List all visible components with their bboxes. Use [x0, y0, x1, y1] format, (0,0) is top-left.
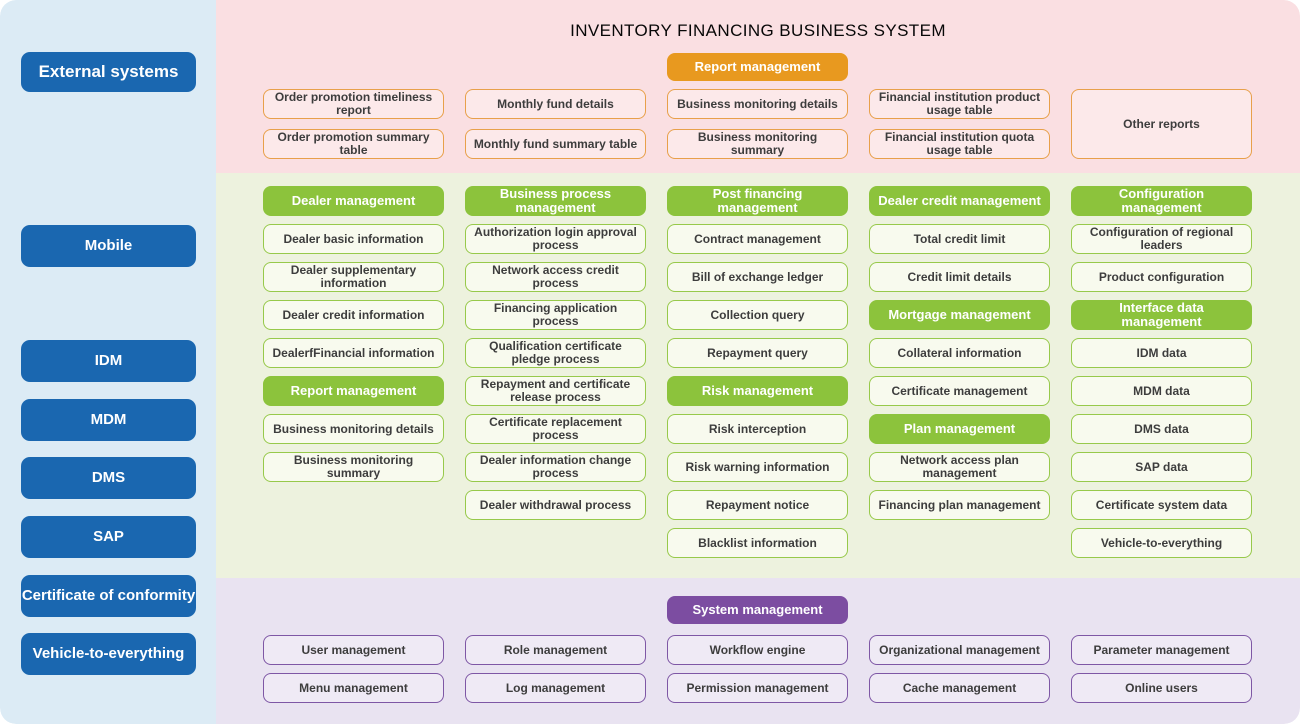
sidebar-item-dms: DMS — [21, 457, 196, 499]
module-box-dealer-withdrawal-process: Dealer withdrawal process — [465, 490, 646, 520]
report-box-order-promotion-timeliness-report: Order promotion timeliness report — [263, 89, 444, 119]
module-box-mdm-data: MDM data — [1071, 376, 1252, 406]
module-box-dealer-information-change-process: Dealer information change process — [465, 452, 646, 482]
report-box-financial-institution-quota-usage-table: Financial institution quota usage table — [869, 129, 1050, 159]
reports-section: INVENTORY FINANCING BUSINESS SYSTEM Repo… — [216, 0, 1300, 173]
system-box-permission-management: Permission management — [667, 673, 848, 703]
system-box-role-management: Role management — [465, 635, 646, 665]
module-header-interface-data-management: Interface data management — [1071, 300, 1252, 330]
system-box-menu-management: Menu management — [263, 673, 444, 703]
module-header-configuration-management: Configuration management — [1071, 186, 1252, 216]
sidebar-item-external-systems: External systems — [21, 52, 196, 92]
module-header-mortgage-management: Mortgage management — [869, 300, 1050, 330]
system-box-online-users: Online users — [1071, 673, 1252, 703]
system-box-log-management: Log management — [465, 673, 646, 703]
system-box-parameter-management: Parameter management — [1071, 635, 1252, 665]
module-box-blacklist-information: Blacklist information — [667, 528, 848, 558]
module-box-certificate-system-data: Certificate system data — [1071, 490, 1252, 520]
module-header-report-management: Report management — [263, 376, 444, 406]
module-box-network-access-credit-process: Network access credit process — [465, 262, 646, 292]
sidebar-item-certificate-of-conformity: Certificate of conformity — [21, 575, 196, 617]
module-box-dealer-basic-information: Dealer basic information — [263, 224, 444, 254]
sidebar-item-mobile: Mobile — [21, 225, 196, 267]
module-header-plan-management: Plan management — [869, 414, 1050, 444]
module-box-certificate-replacement-process: Certificate replacement process — [465, 414, 646, 444]
module-box-dealer-supplementary-information: Dealer supplementary information — [263, 262, 444, 292]
sidebar-item-sap: SAP — [21, 516, 196, 558]
module-box-total-credit-limit: Total credit limit — [869, 224, 1050, 254]
report-box-business-monitoring-summary: Business monitoring summary — [667, 129, 848, 159]
report-box-monthly-fund-details: Monthly fund details — [465, 89, 646, 119]
module-box-repayment-notice: Repayment notice — [667, 490, 848, 520]
module-box-configuration-of-regional-leaders: Configuration of regional leaders — [1071, 224, 1252, 254]
module-box-collateral-information: Collateral information — [869, 338, 1050, 368]
module-box-business-monitoring-summary: Business monitoring summary — [263, 452, 444, 482]
module-box-risk-warning-information: Risk warning information — [667, 452, 848, 482]
module-box-sap-data: SAP data — [1071, 452, 1252, 482]
module-box-idm-data: IDM data — [1071, 338, 1252, 368]
report-box-monthly-fund-summary-table: Monthly fund summary table — [465, 129, 646, 159]
system-box-organizational-management: Organizational management — [869, 635, 1050, 665]
module-box-credit-limit-details: Credit limit details — [869, 262, 1050, 292]
module-box-qualification-certificate-pledge-process: Qualification certificate pledge process — [465, 338, 646, 368]
module-box-dms-data: DMS data — [1071, 414, 1252, 444]
report-box-other-reports: Other reports — [1071, 89, 1252, 159]
module-box-certificate-management: Certificate management — [869, 376, 1050, 406]
module-header-post-financing-management: Post financing management — [667, 186, 848, 216]
report-box-order-promotion-summary-table: Order promotion summary table — [263, 129, 444, 159]
module-box-business-monitoring-details: Business monitoring details — [263, 414, 444, 444]
page-title: INVENTORY FINANCING BUSINESS SYSTEM — [570, 21, 946, 40]
system-management-header: System management — [667, 596, 848, 624]
module-box-financing-application-process: Financing application process — [465, 300, 646, 330]
report-box-business-monitoring-details: Business monitoring details — [667, 89, 848, 119]
module-box-dealer-credit-information: Dealer credit information — [263, 300, 444, 330]
module-box-contract-management: Contract management — [667, 224, 848, 254]
system-section: System management User management Role ma… — [216, 578, 1300, 724]
report-box-financial-institution-product-usage-table: Financial institution product usage tabl… — [869, 89, 1050, 119]
module-box-financing-plan-management: Financing plan management — [869, 490, 1050, 520]
sidebar-item-vehicle-to-everything: Vehicle-to-everything — [21, 633, 196, 675]
sidebar-item-idm: IDM — [21, 340, 196, 382]
module-box-repayment-and-certificate-release-process: Repayment and certificate release proces… — [465, 376, 646, 406]
system-box-user-management: User management — [263, 635, 444, 665]
module-box-authorization-login-approval-process: Authorization login approval process — [465, 224, 646, 254]
module-box-network-access-plan-management: Network access plan management — [869, 452, 1050, 482]
module-box-product-configuration: Product configuration — [1071, 262, 1252, 292]
module-box-collection-query: Collection query — [667, 300, 848, 330]
module-box-bill-of-exchange-ledger: Bill of exchange ledger — [667, 262, 848, 292]
module-box-risk-interception: Risk interception — [667, 414, 848, 444]
diagram-content: INVENTORY FINANCING BUSINESS SYSTEM Repo… — [216, 0, 1300, 724]
system-box-cache-management: Cache management — [869, 673, 1050, 703]
report-management-header: Report management — [667, 53, 848, 81]
module-header-dealer-management: Dealer management — [263, 186, 444, 216]
system-box-workflow-engine: Workflow engine — [667, 635, 848, 665]
module-box-repayment-query: Repayment query — [667, 338, 848, 368]
system-grid: User management Role management Workflow e… — [263, 635, 1252, 703]
module-header-risk-management: Risk management — [667, 376, 848, 406]
module-box-vehicle-to-everything: Vehicle-to-everything — [1071, 528, 1252, 558]
module-header-business-process-management: Business process management — [465, 186, 646, 216]
module-header-dealer-credit-management: Dealer credit management — [869, 186, 1050, 216]
module-box-dealerffinancial-information: DealerfFinancial information — [263, 338, 444, 368]
sidebar-item-mdm: MDM — [21, 399, 196, 441]
